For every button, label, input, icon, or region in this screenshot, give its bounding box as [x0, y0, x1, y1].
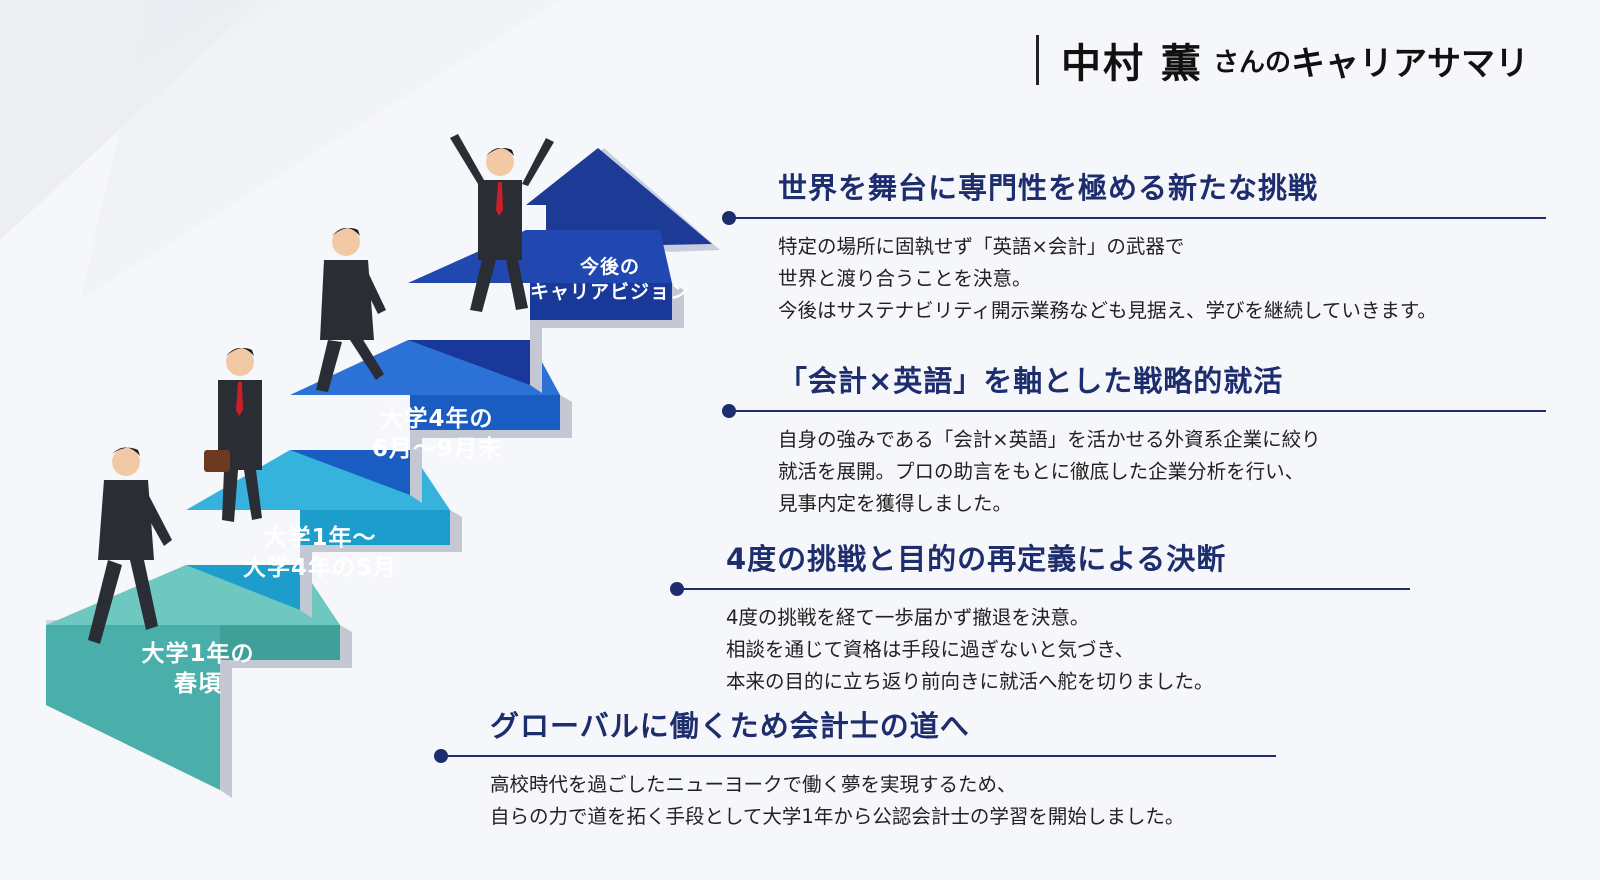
- section-body: 自身の強みである「会計×英語」を活かせる外資系企業に絞り 就活を展開。プロの助言…: [778, 424, 1546, 520]
- career-section-future: 世界を舞台に専門性を極める新たな挑戦 特定の場所に固執せず「英語×会計」の武器で…: [722, 165, 1546, 327]
- timeline-dot-icon: [722, 404, 736, 418]
- title-divider: [1036, 35, 1039, 85]
- section-heading: 世界を舞台に専門性を極める新たな挑戦: [778, 171, 1319, 205]
- section-text-line: 特定の場所に固執せず「英語×会計」の武器で: [778, 235, 1185, 258]
- section-text-line: 今後はサステナビリティ開示業務なども見据え、学びを継続していきます。: [778, 299, 1437, 322]
- timeline-dot-icon: [722, 211, 736, 225]
- section-line: [434, 749, 1276, 763]
- section-body: 特定の場所に固執せず「英語×会計」の武器で 世界と渡り合うことを決意。 今後はサ…: [778, 231, 1546, 327]
- section-body: 高校時代を過ごしたニューヨークで働く夢を実現するため、 自らの力で道を拓く手段と…: [490, 769, 1276, 833]
- career-section-start: グローバルに働くため会計士の道へ 高校時代を過ごしたニューヨークで働く夢を実現す…: [434, 703, 1276, 833]
- section-text-line: 自身の強みである「会計×英語」を活かせる外資系企業に絞り: [778, 428, 1321, 451]
- section-line: [670, 582, 1410, 596]
- career-section-jobhunt: 「会計×英語」を軸とした戦略的就活 自身の強みである「会計×英語」を活かせる外資…: [722, 358, 1546, 520]
- step-label-1: 大学1年の 春頃: [141, 641, 255, 697]
- section-body: 4度の挑戦を経て一歩届かず撤退を決意。 相談を通じて資格は手段に過ぎないと気づき…: [726, 602, 1410, 698]
- section-line: [722, 211, 1546, 225]
- stair-step-4: [408, 230, 672, 385]
- section-text-line: 本来の目的に立ち返り前向きに就活へ舵を切りました。: [726, 670, 1214, 693]
- section-text-line: 高校時代を過ごしたニューヨークで働く夢を実現するため、: [490, 773, 1017, 796]
- bg-shard: [80, 0, 560, 300]
- section-text-line: 就活を展開。プロの助言をもとに徹底した企業分析を行い、: [778, 460, 1305, 483]
- section-text-line: 世界と渡り合うことを決意。: [778, 267, 1032, 290]
- timeline-dot-icon: [434, 749, 448, 763]
- page-title: 中村 薫 さんの キャリアサマリ: [1036, 34, 1529, 87]
- businessman-figure: [450, 134, 554, 312]
- step-label-4: 今後の キャリアビジョン: [529, 256, 690, 303]
- timeline-dot-icon: [670, 582, 684, 596]
- businessman-figure: [88, 447, 172, 644]
- briefcase-icon: [204, 450, 230, 472]
- career-section-decision: 4度の挑戦と目的の再定義による決断 4度の挑戦を経て一歩届かず撤退を決意。 相談…: [670, 536, 1410, 698]
- title-suffix: キャリアサマリ: [1290, 43, 1529, 84]
- section-heading: グローバルに働くため会計士の道へ: [490, 709, 970, 743]
- section-text-line: 見事内定を獲得しました。: [778, 492, 1013, 515]
- section-line: [722, 404, 1546, 418]
- section-heading: 4度の挑戦と目的の再定義による決断: [726, 542, 1227, 576]
- person-name: 中村 薫: [1061, 41, 1203, 87]
- section-text-line: 4度の挑戦を経て一歩届かず撤退を決意。: [726, 606, 1090, 629]
- step-label-3: 大学4年の 6月〜9月末: [371, 406, 502, 462]
- honorific: さんの: [1212, 47, 1291, 78]
- businessman-figure: [204, 348, 262, 522]
- section-heading: 「会計×英語」を軸とした戦略的就活: [778, 364, 1284, 398]
- step-label-2: 大学1年〜 大学4年の5月: [242, 525, 397, 581]
- businessman-figure: [316, 228, 386, 392]
- section-text-line: 自らの力で道を拓く手段として大学1年から公認会計士の学習を開始しました。: [490, 805, 1185, 828]
- section-text-line: 相談を通じて資格は手段に過ぎないと気づき、: [726, 638, 1135, 661]
